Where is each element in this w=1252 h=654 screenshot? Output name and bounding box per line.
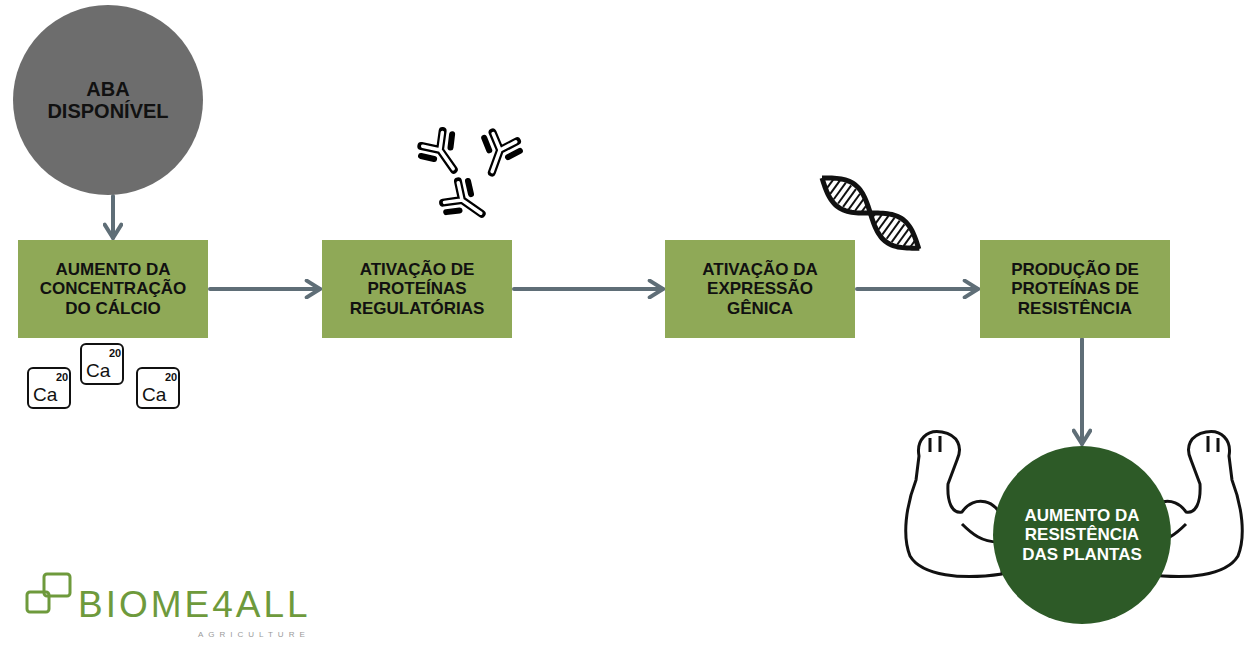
element-symbol: Ca bbox=[142, 385, 166, 404]
flow-arrow bbox=[857, 287, 978, 291]
calcium-tiles bbox=[28, 344, 179, 408]
antibody-icon bbox=[416, 128, 522, 230]
atomic-number: 20 bbox=[165, 372, 177, 383]
logo-tagline: AGRICULTURE bbox=[198, 631, 310, 639]
process-box: PRODUÇÃO DE PROTEÍNAS DE RESISTÊNCIA bbox=[980, 240, 1170, 338]
element-symbol: Ca bbox=[86, 361, 110, 380]
logo-wordmark: BIOME4ALL bbox=[78, 586, 311, 623]
flow-arrow bbox=[514, 287, 663, 291]
process-box: ATIVAÇÃO DA EXPRESSÃO GÊNICA bbox=[665, 240, 855, 338]
node-text: ATIVAÇÃO DE PROTEÍNAS REGULATÓRIAS bbox=[338, 260, 496, 317]
node-text: AUMENTO DA RESISTÊNCIA DAS PLANTAS bbox=[1019, 506, 1145, 563]
flow-arrow bbox=[111, 196, 115, 238]
process-box: ATIVAÇÃO DE PROTEÍNAS REGULATÓRIAS bbox=[322, 240, 512, 338]
process-box: AUMENTO DA CONCENTRAÇÃO DO CÁLCIO bbox=[18, 240, 208, 338]
atomic-number: 20 bbox=[56, 372, 68, 383]
flow-arrow bbox=[1080, 339, 1084, 444]
start-circle: ABA DISPONÍVEL bbox=[13, 5, 203, 195]
node-text: ABA DISPONÍVEL bbox=[39, 78, 177, 123]
result-circle: AUMENTO DA RESISTÊNCIA DAS PLANTAS bbox=[993, 446, 1171, 624]
node-text: PRODUÇÃO DE PROTEÍNAS DE RESISTÊNCIA bbox=[996, 260, 1154, 317]
node-text: AUMENTO DA CONCENTRAÇÃO DO CÁLCIO bbox=[34, 260, 192, 317]
flow-arrow bbox=[210, 287, 320, 291]
atomic-number: 20 bbox=[109, 348, 121, 359]
node-text: ATIVAÇÃO DA EXPRESSÃO GÊNICA bbox=[681, 260, 839, 317]
element-symbol: Ca bbox=[33, 385, 57, 404]
logo-icon bbox=[27, 574, 70, 612]
